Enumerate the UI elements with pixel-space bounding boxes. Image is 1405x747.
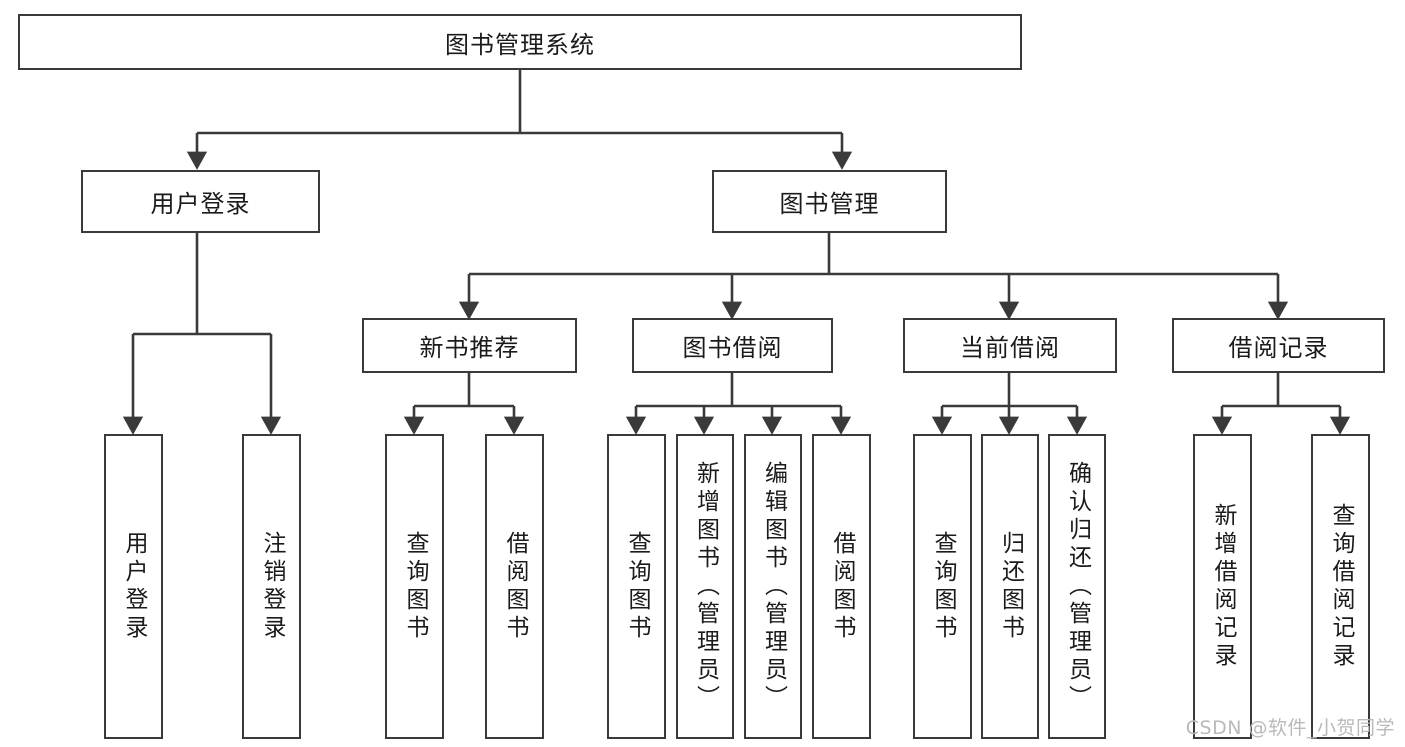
node-leaf-query-book-1-label: 查询图书 [402, 530, 428, 643]
node-leaf-query-record[interactable]: 查询借阅记录 [1311, 434, 1370, 739]
node-leaf-query-book-2-label: 查询图书 [624, 530, 650, 643]
node-root-label: 图书管理系统 [445, 30, 595, 59]
node-leaf-borrow-book-2-label: 借阅图书 [829, 530, 855, 643]
node-borrow-record-label: 借阅记录 [1228, 334, 1329, 362]
node-leaf-borrow-book-1-label: 借阅图书 [502, 530, 528, 643]
node-current-borrow-label: 当前借阅 [960, 334, 1060, 362]
node-leaf-borrow-book-2[interactable]: 借阅图书 [812, 434, 871, 739]
node-leaf-add-book-label: 新增图书（管理员） [692, 460, 719, 713]
node-new-book-rec[interactable]: 新书推荐 [362, 318, 577, 373]
node-leaf-query-record-label: 查询借阅记录 [1328, 502, 1354, 671]
node-book-manage[interactable]: 图书管理 [712, 170, 947, 233]
node-leaf-add-book[interactable]: 新增图书（管理员） [676, 434, 734, 739]
node-leaf-confirm-return-label: 确认归还（管理员） [1064, 460, 1091, 713]
node-leaf-query-book-2[interactable]: 查询图书 [607, 434, 666, 739]
node-leaf-confirm-return[interactable]: 确认归还（管理员） [1048, 434, 1106, 739]
node-leaf-edit-book[interactable]: 编辑图书（管理员） [744, 434, 802, 739]
node-leaf-return-book-label: 归还图书 [997, 530, 1024, 643]
node-leaf-add-record[interactable]: 新增借阅记录 [1193, 434, 1252, 739]
node-leaf-query-book-1[interactable]: 查询图书 [385, 434, 444, 739]
node-leaf-user-login-label: 用户登录 [121, 530, 147, 643]
node-leaf-user-login[interactable]: 用户登录 [104, 434, 163, 739]
node-leaf-return-book[interactable]: 归还图书 [981, 434, 1039, 739]
node-root[interactable]: 图书管理系统 [18, 14, 1022, 70]
node-leaf-query-book-3-label: 查询图书 [930, 530, 956, 643]
node-leaf-query-book-3[interactable]: 查询图书 [913, 434, 972, 739]
node-new-book-rec-label: 新书推荐 [419, 334, 520, 362]
node-leaf-borrow-book-1[interactable]: 借阅图书 [485, 434, 544, 739]
node-leaf-edit-book-label: 编辑图书（管理员） [760, 460, 787, 713]
node-book-borrow-label: 图书借阅 [682, 334, 783, 362]
node-leaf-logout-login[interactable]: 注销登录 [242, 434, 301, 739]
node-book-borrow[interactable]: 图书借阅 [632, 318, 833, 373]
node-current-borrow[interactable]: 当前借阅 [903, 318, 1117, 373]
node-user-login[interactable]: 用户登录 [81, 170, 320, 233]
node-user-login-label: 用户登录 [150, 190, 251, 218]
node-borrow-record[interactable]: 借阅记录 [1172, 318, 1385, 373]
node-leaf-add-record-label: 新增借阅记录 [1210, 502, 1236, 671]
node-book-manage-label: 图书管理 [779, 190, 880, 218]
node-leaf-logout-login-label: 注销登录 [259, 530, 285, 643]
